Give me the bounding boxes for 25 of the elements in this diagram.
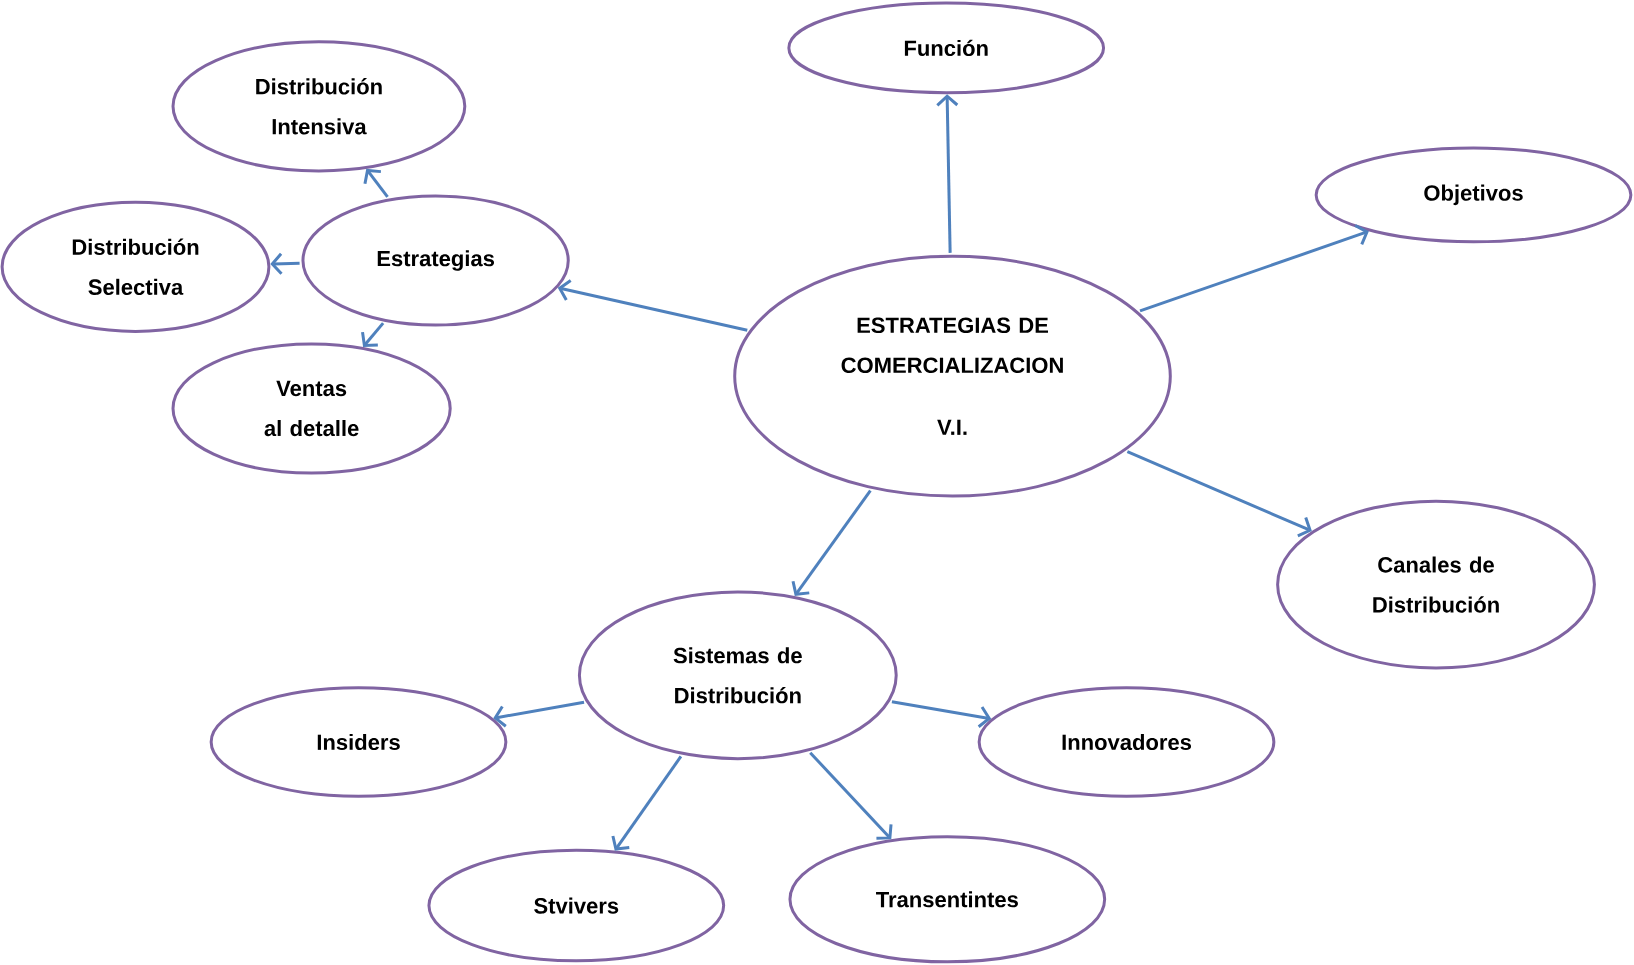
ellipse-node: ESTRATEGIAS DE COMERCIALIZACION V.I. [733,254,1172,498]
arrow [1126,450,1312,538]
arrow [791,489,872,596]
ellipse-node: Distribución Intensiva [171,40,467,173]
ellipse-node: Ventas al detalle [171,342,452,475]
arrow [1139,224,1369,313]
arrow [557,279,748,332]
ellipse-node: Objetivos [1314,146,1633,244]
ellipse-node: Insiders [209,686,508,798]
ellipse-node: Función [787,1,1106,95]
ellipse-node: Estrategias [301,194,570,327]
arrow [936,94,959,253]
ellipse-node: Transentintes [788,835,1107,964]
arrow [809,751,893,840]
ellipse-node: Sistemas de Distribución [577,590,898,761]
arrow [891,700,992,728]
arrow [363,168,389,198]
arrow [270,252,300,275]
ellipse-node: Stvivers [427,848,726,963]
ellipse-node: Canales de Distribución [1276,499,1596,670]
arrow [611,755,683,851]
arrow [361,322,385,347]
ellipse-node: Distribución Selectiva [0,200,271,333]
ellipse-node: Innovadores [977,686,1276,798]
arrow [493,700,585,728]
